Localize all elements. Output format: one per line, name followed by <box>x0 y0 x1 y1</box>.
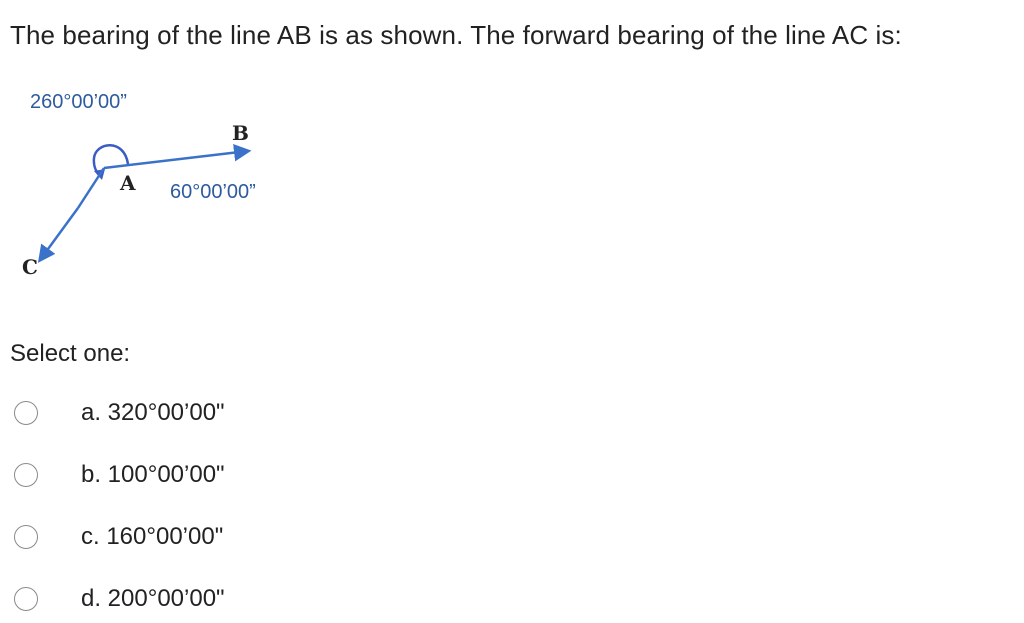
option-c-label[interactable]: c. 160°00’00" <box>81 523 224 550</box>
line-a-bend <box>76 167 106 209</box>
option-b-label[interactable]: b. 100°00’00" <box>81 461 225 488</box>
bearing-label-60: 60°00’00” <box>170 181 256 203</box>
radio-button[interactable] <box>14 525 38 549</box>
select-one-label: Select one: <box>10 340 131 367</box>
option-a[interactable]: a. 320°00’00" <box>14 396 225 430</box>
line-ac <box>37 207 80 263</box>
radio-button[interactable] <box>14 401 38 425</box>
radio-button[interactable] <box>14 463 38 487</box>
bearing-diagram-svg: 260°00’00” B A 60°00’00” C <box>22 91 256 279</box>
option-a-label[interactable]: a. 320°00’00" <box>81 399 225 426</box>
option-c[interactable]: c. 160°00’00" <box>14 520 223 554</box>
option-d[interactable]: d. 200°00’00" <box>14 582 225 616</box>
bearing-diagram: 260°00’00” B A 60°00’00” C <box>20 78 320 288</box>
question-text: The bearing of the line AB is as shown. … <box>10 20 902 50</box>
option-b[interactable]: b. 100°00’00" <box>14 458 225 492</box>
bearing-label-260: 260°00’00” <box>30 91 127 113</box>
point-b-label: B <box>232 121 249 145</box>
point-a-label: A <box>119 171 136 195</box>
line-ab <box>103 143 252 170</box>
radio-button[interactable] <box>14 587 38 611</box>
point-c-label: C <box>22 255 38 279</box>
option-d-label[interactable]: d. 200°00’00" <box>81 585 225 612</box>
